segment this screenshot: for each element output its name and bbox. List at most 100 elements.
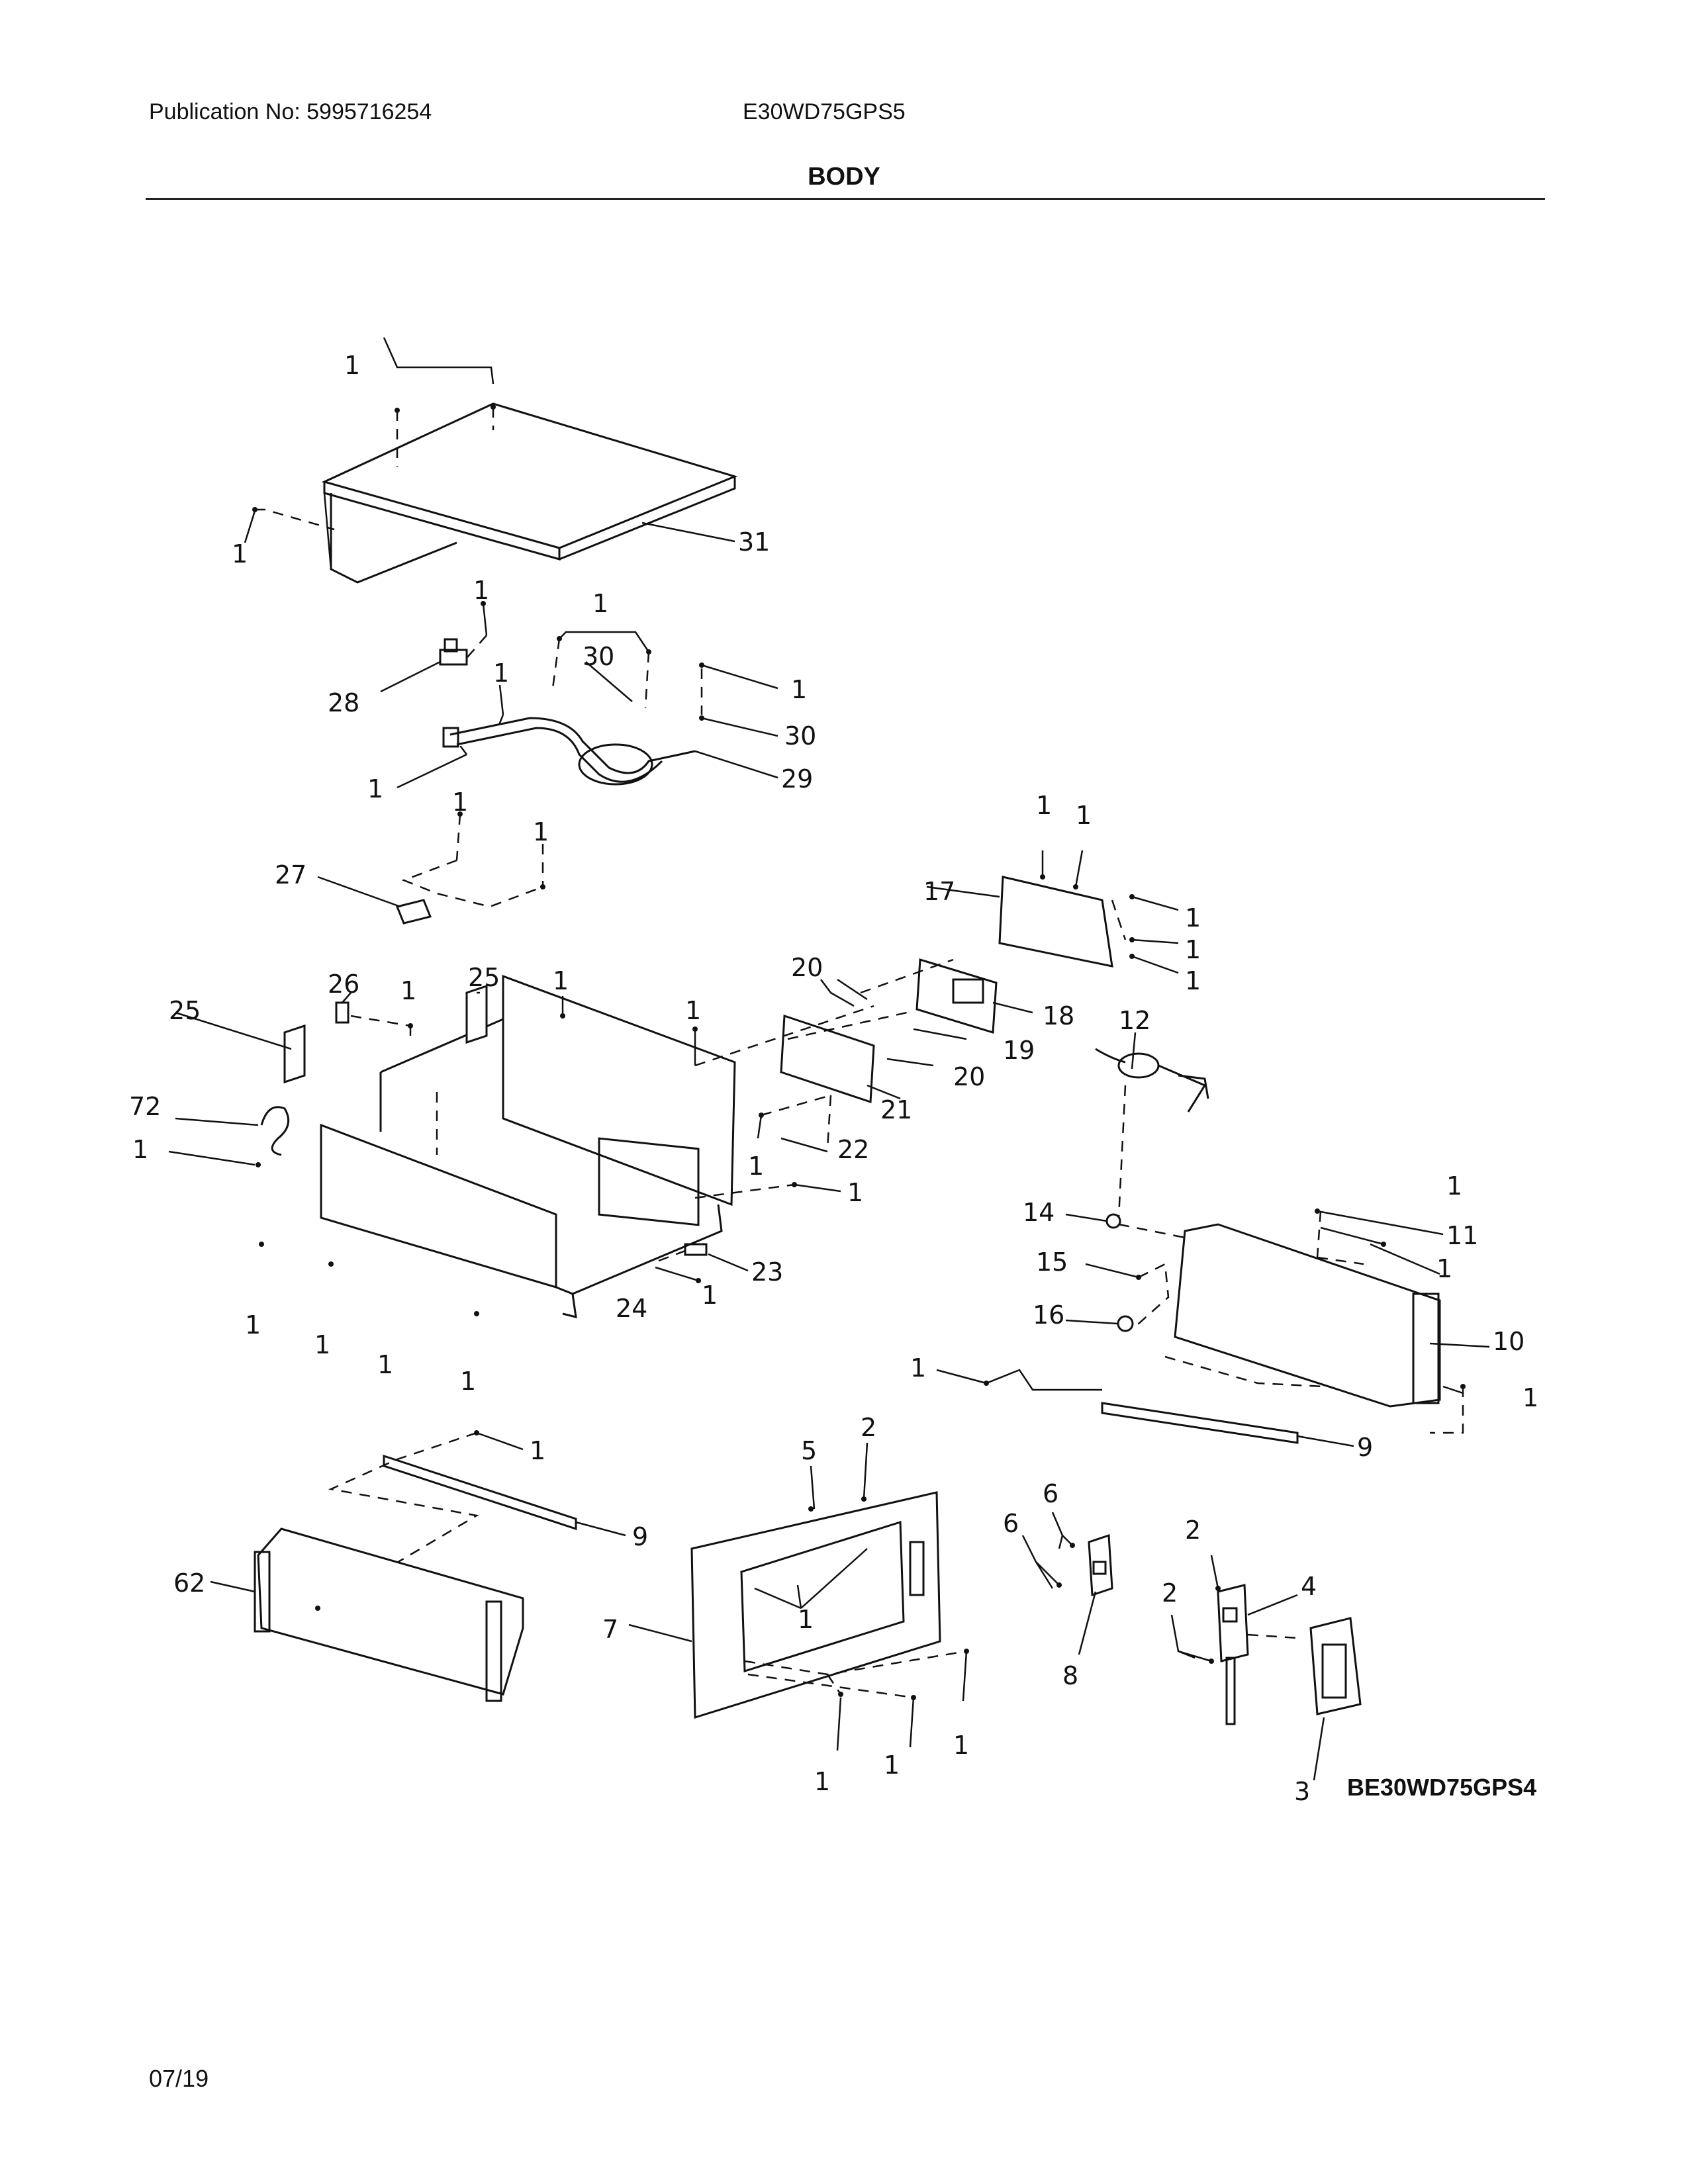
latch-part-8 <box>1088 1533 1113 1597</box>
callout-12: 12 <box>1119 1006 1150 1035</box>
cover-part-25-left <box>283 1024 306 1084</box>
callout-1: 1 <box>314 1330 330 1359</box>
callout-1: 1 <box>1036 791 1052 820</box>
callout-1: 1 <box>473 576 489 605</box>
cavity-frame-part-24 <box>320 974 736 1318</box>
callout-1: 1 <box>400 976 416 1005</box>
callout-14: 14 <box>1023 1198 1055 1227</box>
callout-6: 6 <box>1043 1479 1058 1508</box>
callout-1: 1 <box>1436 1254 1452 1283</box>
callout-25: 25 <box>169 996 201 1025</box>
callout-2: 2 <box>1162 1578 1178 1608</box>
callout-1: 1 <box>1185 966 1201 995</box>
publication-number: Publication No: 5995716254 <box>149 99 432 124</box>
callout-1: 1 <box>553 966 569 995</box>
control-panel-part-17 <box>998 876 1113 968</box>
bracket-part-27 <box>395 899 432 925</box>
side-panel-part-10 <box>1174 1223 1441 1408</box>
section-title: BODY <box>808 163 880 191</box>
callout-1: 1 <box>1076 801 1092 830</box>
callout-10: 10 <box>1493 1327 1524 1356</box>
callout-28: 28 <box>328 688 359 717</box>
connector-part-26 <box>335 1001 350 1024</box>
callout-1: 1 <box>953 1731 969 1760</box>
door-frame-part-7 <box>690 1491 941 1719</box>
rail-part-9-right <box>1101 1402 1299 1444</box>
callout-25: 25 <box>468 963 500 992</box>
callout-7: 7 <box>602 1615 618 1644</box>
control-board-part-18 <box>915 958 998 1034</box>
screws <box>252 404 1466 1700</box>
callout-1: 1 <box>798 1605 814 1634</box>
callout-6: 6 <box>1003 1509 1019 1538</box>
callout-1: 1 <box>530 1436 545 1465</box>
bracket-part-28 <box>439 638 468 666</box>
callout-20: 20 <box>791 953 823 982</box>
handle-part-3 <box>1309 1617 1362 1715</box>
callout-23: 23 <box>751 1257 783 1287</box>
callout-30: 30 <box>784 721 816 751</box>
callout-20: 20 <box>953 1062 985 1091</box>
callout-1: 1 <box>1446 1171 1462 1201</box>
callout-30: 30 <box>583 642 614 671</box>
callout-1: 1 <box>344 351 360 380</box>
callout-62: 62 <box>173 1569 205 1598</box>
callout-1: 1 <box>245 1310 261 1340</box>
callout-24: 24 <box>616 1294 647 1323</box>
callout-27: 27 <box>275 860 306 889</box>
callout-1: 1 <box>702 1281 718 1310</box>
callout-1: 1 <box>1185 935 1201 964</box>
callout-72: 72 <box>129 1092 161 1121</box>
callout-11: 11 <box>1446 1221 1478 1250</box>
callout-1: 1 <box>232 539 248 569</box>
board-bracket-part-21 <box>780 1014 875 1104</box>
callout-15: 15 <box>1036 1248 1068 1277</box>
callout-8: 8 <box>1062 1661 1078 1690</box>
switch-part-4 <box>1217 1584 1249 1725</box>
rail-part-9-left <box>383 1454 577 1531</box>
callout-5: 5 <box>801 1436 817 1465</box>
top-cover-part-31 <box>321 402 738 584</box>
callout-1: 1 <box>910 1353 926 1383</box>
callout-1: 1 <box>460 1367 476 1396</box>
callout-2: 2 <box>861 1413 876 1442</box>
callout-29: 29 <box>781 764 813 794</box>
drawer-panel-part-62 <box>254 1527 524 1702</box>
callout-31: 31 <box>738 527 770 557</box>
callout-labels: 1 1 31 1 1 30 1 28 1 30 29 1 1 1 27 1 1 … <box>129 351 1538 1806</box>
callout-1: 1 <box>452 788 468 817</box>
callout-1: 1 <box>1185 903 1201 933</box>
callout-4: 4 <box>1301 1572 1317 1601</box>
callout-3: 3 <box>1294 1777 1310 1806</box>
cover-part-25-center <box>465 984 488 1044</box>
header-divider <box>146 198 1545 200</box>
callout-21: 21 <box>880 1095 912 1124</box>
callout-1: 1 <box>533 817 549 846</box>
callout-1: 1 <box>367 774 383 803</box>
callout-9: 9 <box>632 1522 648 1551</box>
callout-1: 1 <box>493 659 509 688</box>
callout-17: 17 <box>923 877 955 906</box>
grommet-part-14 <box>1105 1213 1121 1229</box>
callout-1: 1 <box>814 1767 830 1796</box>
footer-date: 07/19 <box>149 2065 209 2092</box>
diagram-code: BE30WD75GPS4 <box>1347 1774 1537 1801</box>
heater-element-part-29 <box>442 717 696 786</box>
callout-1: 1 <box>132 1135 148 1164</box>
callout-9: 9 <box>1357 1433 1373 1462</box>
callout-26: 26 <box>328 970 359 999</box>
callout-1: 1 <box>377 1350 393 1379</box>
wire-part-72 <box>260 1106 290 1156</box>
callout-22: 22 <box>837 1135 869 1164</box>
callout-1: 1 <box>1523 1383 1538 1412</box>
model-number: E30WD75GPS5 <box>743 99 906 124</box>
callout-19: 19 <box>1003 1036 1035 1065</box>
callout-2: 2 <box>1185 1516 1201 1545</box>
bushing-part-16 <box>1117 1315 1134 1332</box>
callout-1: 1 <box>884 1751 900 1780</box>
callout-1: 1 <box>592 589 608 618</box>
callout-1: 1 <box>791 675 807 704</box>
power-cord-part-12 <box>1095 1048 1209 1113</box>
callout-18: 18 <box>1043 1001 1074 1030</box>
